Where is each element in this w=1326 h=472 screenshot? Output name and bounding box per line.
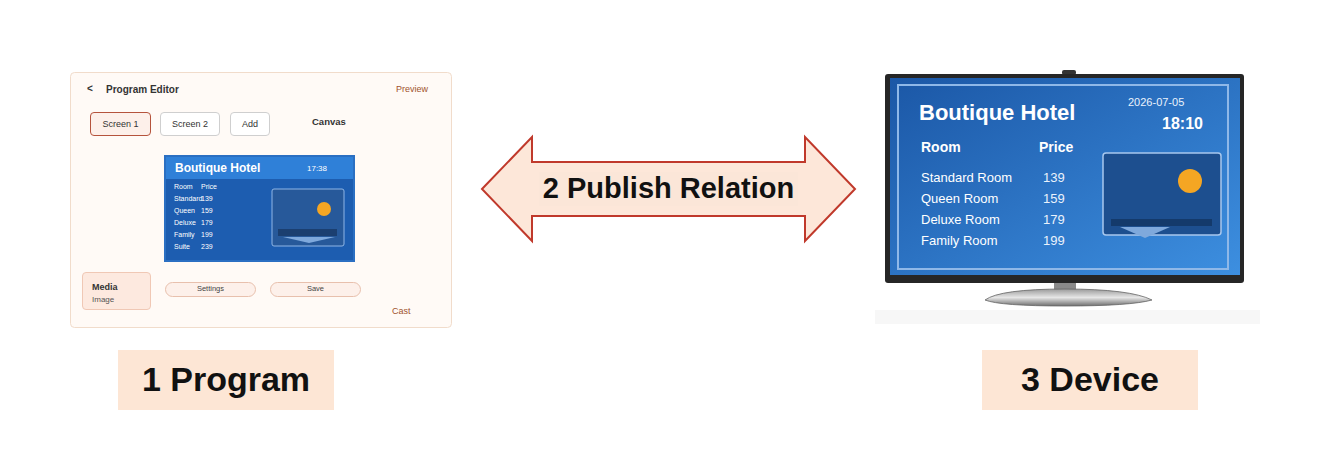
table-cell: Deluxe bbox=[174, 219, 196, 227]
tab-button: Screen 2 bbox=[160, 112, 220, 136]
editor-window bbox=[71, 73, 452, 328]
table-cell: Price bbox=[1039, 139, 1073, 155]
table-cell: Standard Room bbox=[921, 171, 1012, 186]
node-text: Boutique Hotel bbox=[175, 162, 260, 176]
table-cell: Deluxe Room bbox=[921, 213, 1000, 228]
table-cell: 159 bbox=[1043, 192, 1065, 207]
node-text: 18:10 bbox=[1162, 115, 1203, 133]
image-shadow bbox=[283, 237, 335, 243]
table-cell: Family Room bbox=[921, 234, 998, 249]
node-text: Save bbox=[307, 285, 324, 294]
table-cell: 239 bbox=[201, 243, 213, 251]
settings-button: Settings bbox=[165, 282, 256, 297]
table-cell: Room bbox=[921, 139, 961, 155]
node-text: Screen 1 bbox=[102, 119, 138, 129]
table-cell: Room bbox=[174, 183, 193, 191]
node-text: 2026-07-05 bbox=[1128, 96, 1184, 109]
node-text: Program Editor bbox=[106, 84, 179, 96]
node-text: Boutique Hotel bbox=[919, 100, 1075, 125]
node-text: Media bbox=[92, 282, 118, 292]
table-cell: Standard bbox=[174, 195, 202, 203]
image-bar bbox=[1111, 219, 1212, 226]
tv-screen bbox=[890, 78, 1240, 275]
tab-button: Screen 1 bbox=[90, 112, 151, 136]
media-panel: MediaImage bbox=[82, 272, 151, 310]
node-text: Screen 2 bbox=[172, 119, 208, 129]
image-shadow bbox=[1120, 227, 1170, 238]
preview-canvas bbox=[164, 155, 355, 262]
node-text: Settings bbox=[197, 285, 224, 294]
table-cell: Queen Room bbox=[921, 192, 998, 207]
caption-box: 1 Program bbox=[118, 350, 334, 410]
edge-label: 2 Publish Relation bbox=[539, 172, 798, 205]
image-bar bbox=[278, 229, 337, 236]
sun-icon bbox=[317, 202, 331, 216]
node-text: Image bbox=[92, 295, 114, 304]
double-arrow bbox=[482, 137, 855, 241]
table-cell: 139 bbox=[1043, 171, 1065, 186]
node-text: Canvas bbox=[312, 117, 346, 128]
editor-panel: Program Editor PreviewCanvasCast Screen 1 S… bbox=[70, 72, 452, 328]
table-cell: Queen bbox=[174, 207, 195, 215]
table-cell: 179 bbox=[201, 219, 213, 227]
caption-box: 3 Device bbox=[982, 350, 1198, 410]
node-text: 3 Device bbox=[1021, 360, 1159, 399]
node-text: Add bbox=[242, 119, 258, 129]
table-cell: Family bbox=[174, 231, 195, 239]
sun-icon bbox=[1178, 169, 1202, 193]
node-text: Preview bbox=[396, 84, 428, 94]
table-cell: 139 bbox=[201, 195, 213, 203]
image-placeholder bbox=[1103, 153, 1221, 235]
table-cell: 179 bbox=[1043, 213, 1065, 228]
node-text: 17:38 bbox=[307, 164, 327, 173]
preview-header bbox=[166, 157, 353, 179]
tv-bezel bbox=[885, 74, 1244, 283]
save-button: Save bbox=[270, 282, 361, 297]
tv-reflection bbox=[875, 310, 1260, 324]
image-placeholder bbox=[272, 189, 344, 246]
table-cell: Suite bbox=[174, 243, 190, 251]
table-cell: 199 bbox=[1043, 234, 1065, 249]
node-text: Cast bbox=[392, 306, 411, 316]
back-icon: < bbox=[87, 83, 93, 95]
add-button: Add bbox=[230, 112, 270, 136]
table-cell: Price bbox=[201, 183, 217, 191]
table-cell: 159 bbox=[201, 207, 213, 215]
node-text: 1 Program bbox=[142, 360, 310, 399]
table-cell: 199 bbox=[201, 231, 213, 239]
tv-stand bbox=[985, 289, 1152, 306]
